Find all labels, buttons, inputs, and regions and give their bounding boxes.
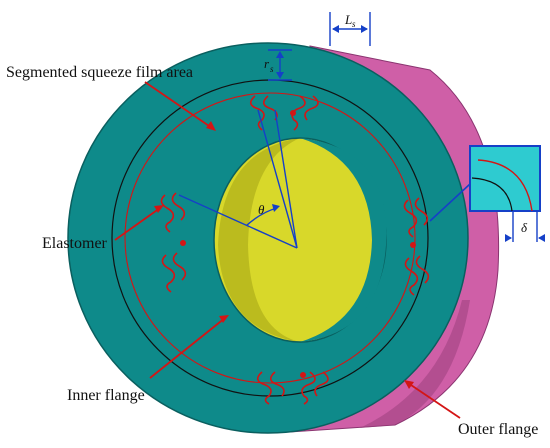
detail-inset-inner-arc (471, 177, 513, 212)
callout-outer-flange (404, 380, 461, 419)
spring-anchor-left (180, 240, 186, 246)
label-inner-flange: Inner flange (67, 387, 145, 404)
s-spring-right (403, 197, 430, 296)
delta-arrow-left (505, 234, 512, 242)
radial-subscript: s (270, 64, 274, 74)
callout-elastomer (114, 205, 164, 241)
length-symbol: L (344, 12, 352, 27)
theta-arrowhead (272, 204, 280, 212)
length-arrow-left (332, 25, 339, 33)
delta-label: δ (521, 220, 528, 235)
label-elastomer: Elastomer (42, 235, 108, 252)
detail-inset-box (469, 145, 541, 212)
inner-bore-shadow (218, 138, 300, 342)
radial-arrow-down (276, 72, 284, 79)
radial-symbol: r (264, 56, 270, 71)
detail-leader-line (429, 183, 471, 222)
callout-segmented-area (144, 81, 216, 131)
label-segmented-squeeze-film-area: Segmented squeeze film area (6, 64, 193, 81)
theta-label: θ (258, 202, 265, 217)
length-subscript: s (352, 19, 356, 29)
length-arrow-right (361, 25, 368, 33)
detail-inset-outer-arc (477, 159, 533, 212)
s-spring-bottom (256, 371, 329, 405)
inner-bore-surface (214, 138, 386, 342)
delta-arrow-right (538, 234, 545, 242)
callout-inner-flange (149, 315, 229, 379)
spring-anchor-right (410, 242, 416, 248)
theta-construction (178, 109, 298, 249)
radial-arrow-up (276, 51, 284, 58)
label-outer-flange: Outer flange (458, 421, 538, 438)
ring-inner-lip (300, 138, 387, 342)
spring-anchor-top (290, 110, 296, 116)
spring-anchor-bottom (300, 372, 306, 378)
elastomer-arc-track (124, 92, 416, 384)
s-spring-left (160, 192, 187, 293)
outer-flange-side-shade (360, 300, 470, 428)
